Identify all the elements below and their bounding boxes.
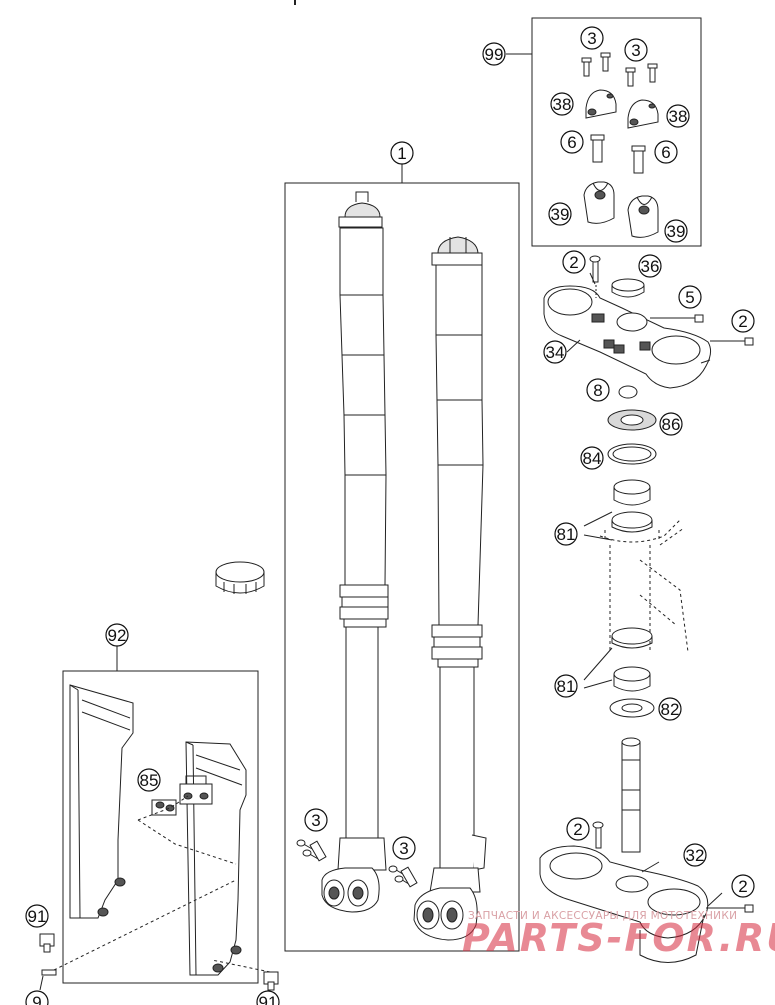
callouts: 1 99 3 3 38 38 6 6 39 39 2 36 5 2 34 8 8… [25, 26, 755, 1005]
callout-82: 82 [658, 697, 682, 721]
callout-9: 9 [25, 990, 49, 1005]
svg-text:2: 2 [569, 253, 578, 272]
upper-triple-clamp [543, 255, 754, 389]
svg-text:81: 81 [557, 677, 576, 696]
fork-guard-box [62, 670, 259, 984]
axle-clamp-bolts-left [296, 839, 327, 862]
callout-36: 36 [638, 254, 662, 278]
svg-text:91: 91 [28, 907, 47, 926]
callout-6-left: 6 [560, 130, 584, 154]
svg-text:1: 1 [397, 144, 406, 163]
callout-2-lower-right: 2 [731, 874, 755, 898]
svg-text:5: 5 [685, 288, 694, 307]
callout-91-left: 91 [25, 904, 49, 928]
callout-92: 92 [105, 623, 129, 647]
callout-91-right: 91 [256, 990, 280, 1005]
callout-99: 99 [482, 42, 506, 66]
clamp-kit-box [531, 17, 702, 247]
svg-text:39: 39 [551, 205, 570, 224]
callout-34: 34 [543, 340, 567, 364]
fork-leg-right [413, 236, 487, 941]
svg-text:3: 3 [587, 29, 596, 48]
callout-1: 1 [390, 141, 414, 165]
svg-text:81: 81 [557, 525, 576, 544]
callout-3-fork-left: 3 [304, 808, 328, 832]
callout-8: 8 [586, 378, 610, 402]
svg-text:38: 38 [553, 95, 572, 114]
callout-81-top: 81 [554, 522, 578, 546]
svg-text:2: 2 [738, 877, 747, 896]
axle-clamp-bolts-right [388, 865, 418, 888]
callout-3-kit-right: 3 [624, 38, 648, 62]
callout-6-right: 6 [654, 140, 678, 164]
svg-text:6: 6 [661, 143, 670, 162]
ring-part [215, 561, 265, 594]
fork-guards [39, 684, 279, 991]
callout-39-left: 39 [548, 202, 572, 226]
fork-assembly-box [284, 182, 520, 952]
callout-5: 5 [678, 285, 702, 309]
svg-text:2: 2 [738, 312, 747, 331]
svg-text:82: 82 [661, 700, 680, 719]
svg-text:84: 84 [583, 449, 602, 468]
callout-38-right: 38 [666, 104, 690, 128]
svg-text:99: 99 [485, 45, 504, 64]
bearing-stack [583, 385, 689, 718]
svg-text:92: 92 [108, 626, 127, 645]
lower-triple-clamp [539, 737, 754, 963]
callout-3-fork-right: 3 [392, 836, 416, 860]
svg-text:32: 32 [686, 846, 705, 865]
svg-text:39: 39 [667, 222, 686, 241]
svg-text:9: 9 [32, 993, 41, 1005]
watermark-logo: PARTS-FOR.RU [462, 916, 775, 960]
callout-38-left: 38 [550, 92, 574, 116]
callout-84: 84 [580, 446, 604, 470]
callout-2-top: 2 [562, 250, 586, 274]
callout-39-right: 39 [664, 219, 688, 243]
callout-86: 86 [659, 412, 683, 436]
callout-85: 85 [137, 768, 161, 792]
fork-leg-left [321, 191, 389, 913]
svg-text:86: 86 [662, 415, 681, 434]
svg-text:36: 36 [641, 257, 660, 276]
svg-text:3: 3 [399, 839, 408, 858]
svg-text:8: 8 [593, 381, 602, 400]
svg-text:3: 3 [311, 811, 320, 830]
watermark-tagline: ЗАПЧАСТИ И АКСЕССУАРЫ ДЛЯ МОТОТЕХНИКИ [468, 910, 738, 922]
svg-text:2: 2 [573, 820, 582, 839]
svg-text:34: 34 [546, 343, 565, 362]
svg-text:85: 85 [140, 771, 159, 790]
svg-text:6: 6 [567, 133, 576, 152]
svg-text:3: 3 [631, 41, 640, 60]
callout-81-bottom: 81 [554, 674, 578, 698]
callout-2-lower: 2 [566, 817, 590, 841]
callout-2-right: 2 [731, 309, 755, 333]
clamp-kit-parts [581, 52, 659, 238]
callout-32: 32 [683, 843, 707, 867]
svg-text:91: 91 [259, 993, 278, 1005]
callout-3-kit-left: 3 [580, 26, 604, 50]
svg-text:38: 38 [669, 107, 688, 126]
